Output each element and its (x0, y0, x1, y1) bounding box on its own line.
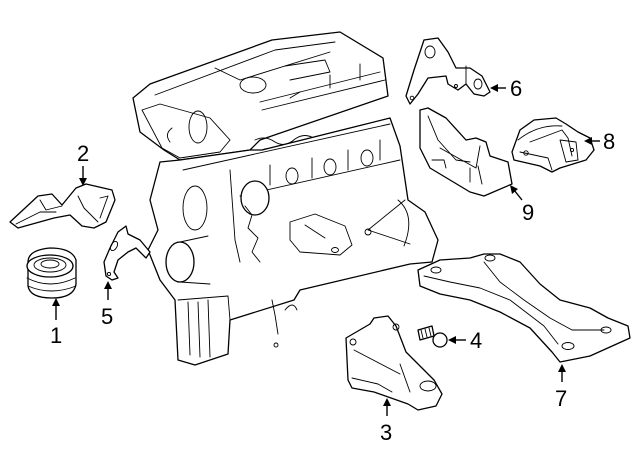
callout-3: 3 (380, 420, 392, 445)
part-6-bracket (405, 37, 491, 105)
part-8-transmission-mount (511, 117, 595, 173)
part-5-bracket (103, 225, 151, 281)
part-2-bracket (9, 183, 116, 229)
callout-1: 1 (50, 323, 62, 348)
callout-4: 4 (470, 328, 482, 353)
engine-illustration (132, 31, 439, 366)
part-4-bolt (417, 325, 448, 348)
part-3-mount-bracket (345, 315, 443, 411)
callout-5: 5 (101, 304, 113, 329)
callout-9: 9 (522, 200, 534, 225)
callout-6: 6 (510, 76, 522, 101)
part-7-crossmember (417, 253, 631, 363)
callout-7: 7 (555, 386, 567, 411)
callout-arrows (52, 84, 600, 416)
arrow-9 (513, 189, 523, 201)
callout-2: 2 (77, 141, 89, 166)
part-1-engine-mount (26, 247, 77, 299)
part-9-support-bracket (419, 107, 513, 197)
callout-labels: 1 2 3 4 5 6 7 8 9 (50, 76, 615, 445)
callout-8: 8 (603, 129, 615, 154)
